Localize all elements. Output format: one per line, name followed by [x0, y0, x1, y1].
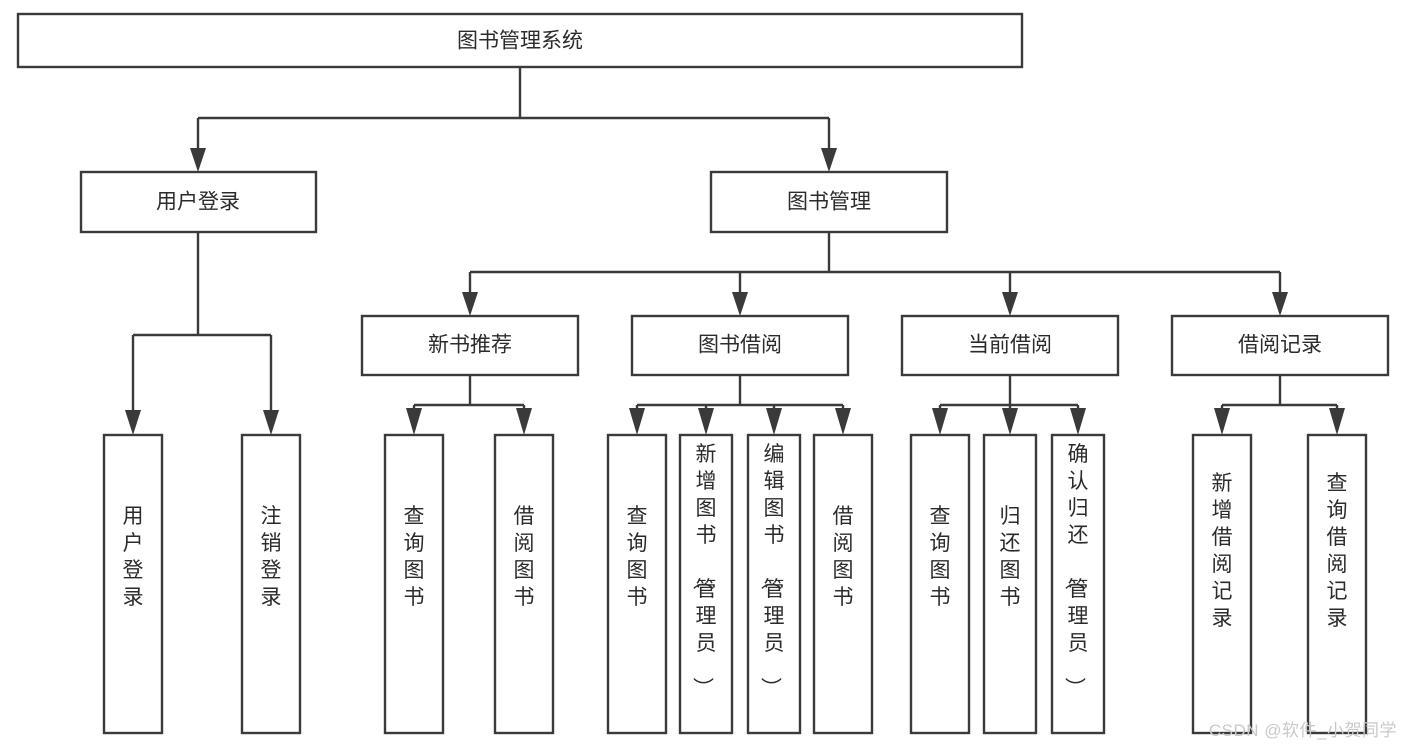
node-root-box[interactable]	[16, 12, 1024, 69]
leaf-bb-add-book[interactable]: 新增图书（管理员）	[678, 433, 734, 735]
leaf-br-query-record-label: 查询借阅记录	[1327, 472, 1348, 630]
leaf-nbr-query-book-label: 查询图书	[404, 505, 425, 609]
arrow-l3-3	[1002, 292, 1018, 316]
arrow-cb-3	[1070, 408, 1086, 435]
node-user-login[interactable]: 用户登录	[79, 170, 318, 234]
leaf-bb-edit-book-label: 编辑图书（管理员）	[759, 443, 785, 698]
node-borrow-record-box[interactable]	[1170, 314, 1390, 377]
node-book-borrow-box[interactable]	[630, 314, 850, 377]
leaf-bb-edit-book[interactable]: 编辑图书（管理员）	[746, 433, 802, 735]
leaf-nbr-borrow-book-box[interactable]	[493, 433, 555, 735]
leaf-user-login-login-label: 用户登录	[123, 505, 144, 609]
node-book-borrow-label: 图书借阅	[698, 334, 782, 357]
node-book-management[interactable]: 图书管理	[709, 170, 949, 234]
leaf-br-query-record-box[interactable]	[1306, 433, 1368, 735]
leaf-br-add-record-label: 新增借阅记录	[1212, 472, 1233, 630]
leaf-cb-confirm-return-box[interactable]	[1050, 433, 1106, 735]
leaf-bb-borrow-book[interactable]: 借阅图书	[812, 433, 874, 735]
connector-group	[125, 67, 1345, 435]
arrow-cb-1	[932, 408, 948, 435]
arrow-l3-1	[462, 292, 478, 316]
leaf-user-login-login[interactable]: 用户登录	[102, 433, 164, 735]
leaf-br-add-record[interactable]: 新增借阅记录	[1191, 433, 1253, 735]
leaf-bb-add-book-label: 新增图书（管理员）	[691, 443, 717, 698]
arrow-ul-2	[263, 410, 279, 435]
leaf-bb-query-book-box[interactable]	[606, 433, 668, 735]
node-root-label: 图书管理系统	[457, 30, 583, 53]
arrow-l3-4	[1272, 292, 1288, 316]
leaf-cb-return-book[interactable]: 归还图书	[982, 433, 1038, 735]
leaf-user-login-logout-label: 注销登录	[261, 505, 282, 609]
leaf-br-query-record[interactable]: 查询借阅记录	[1306, 433, 1368, 735]
node-new-book-recommend-label: 新书推荐	[428, 334, 512, 357]
node-book-management-label: 图书管理	[787, 191, 871, 214]
node-user-login-box[interactable]	[79, 170, 318, 234]
leaf-cb-query-book[interactable]: 查询图书	[909, 433, 971, 735]
leaf-bb-query-book-label: 查询图书	[627, 505, 648, 609]
arrow-br-2	[1329, 408, 1345, 435]
csdn-watermark: CSDN @软件_小贺同学	[1208, 721, 1397, 740]
node-book-management-box[interactable]	[709, 170, 949, 234]
leaf-cb-return-book-box[interactable]	[982, 433, 1038, 735]
arrow-bb-4	[835, 408, 851, 435]
arrow-br-1	[1214, 408, 1230, 435]
arrow-ul-1	[125, 410, 141, 435]
leaf-nbr-borrow-book-label: 借阅图书	[514, 505, 535, 609]
leaf-user-login-login-box[interactable]	[102, 433, 164, 735]
arrow-bb-3	[766, 408, 782, 435]
leaf-cb-return-book-label: 归还图书	[1000, 505, 1021, 609]
leaf-nbr-query-book[interactable]: 查询图书	[383, 433, 445, 735]
arrow-user-login	[190, 148, 206, 172]
leaf-cb-query-book-box[interactable]	[909, 433, 971, 735]
node-user-login-label: 用户登录	[156, 191, 240, 214]
arrow-l3-2	[732, 292, 748, 316]
node-current-borrow-label: 当前借阅	[968, 334, 1052, 357]
arrow-bb-1	[629, 408, 645, 435]
leaf-br-add-record-box[interactable]	[1191, 433, 1253, 735]
leaf-bb-borrow-book-label: 借阅图书	[833, 505, 854, 609]
leaf-user-login-logout[interactable]: 注销登录	[240, 433, 302, 735]
leaf-cb-query-book-label: 查询图书	[930, 505, 951, 609]
node-current-borrow[interactable]: 当前借阅	[900, 314, 1120, 377]
node-new-book-recommend[interactable]: 新书推荐	[360, 314, 580, 377]
node-borrow-record[interactable]: 借阅记录	[1170, 314, 1390, 377]
leaf-bb-edit-book-box[interactable]	[746, 433, 802, 735]
leaf-user-login-logout-box[interactable]	[240, 433, 302, 735]
node-book-borrow[interactable]: 图书借阅	[630, 314, 850, 377]
arrow-cb-2	[1002, 408, 1018, 435]
leaf-nbr-query-book-box[interactable]	[383, 433, 445, 735]
arrow-nbr-1	[406, 408, 422, 435]
leaf-cb-confirm-return[interactable]: 确认归还（管理员）	[1050, 433, 1106, 735]
leaf-nbr-borrow-book[interactable]: 借阅图书	[493, 433, 555, 735]
leaf-cb-confirm-return-label: 确认归还（管理员）	[1063, 443, 1089, 698]
arrow-nbr-2	[516, 408, 532, 435]
arrow-book-manage	[821, 148, 837, 172]
node-root[interactable]: 图书管理系统	[16, 12, 1024, 69]
arrow-bb-2	[698, 408, 714, 435]
node-borrow-record-label: 借阅记录	[1238, 334, 1322, 357]
leaf-bb-add-book-box[interactable]	[678, 433, 734, 735]
node-new-book-recommend-box[interactable]	[360, 314, 580, 377]
leaf-bb-borrow-book-box[interactable]	[812, 433, 874, 735]
node-current-borrow-box[interactable]	[900, 314, 1120, 377]
leaf-bb-query-book[interactable]: 查询图书	[606, 433, 668, 735]
